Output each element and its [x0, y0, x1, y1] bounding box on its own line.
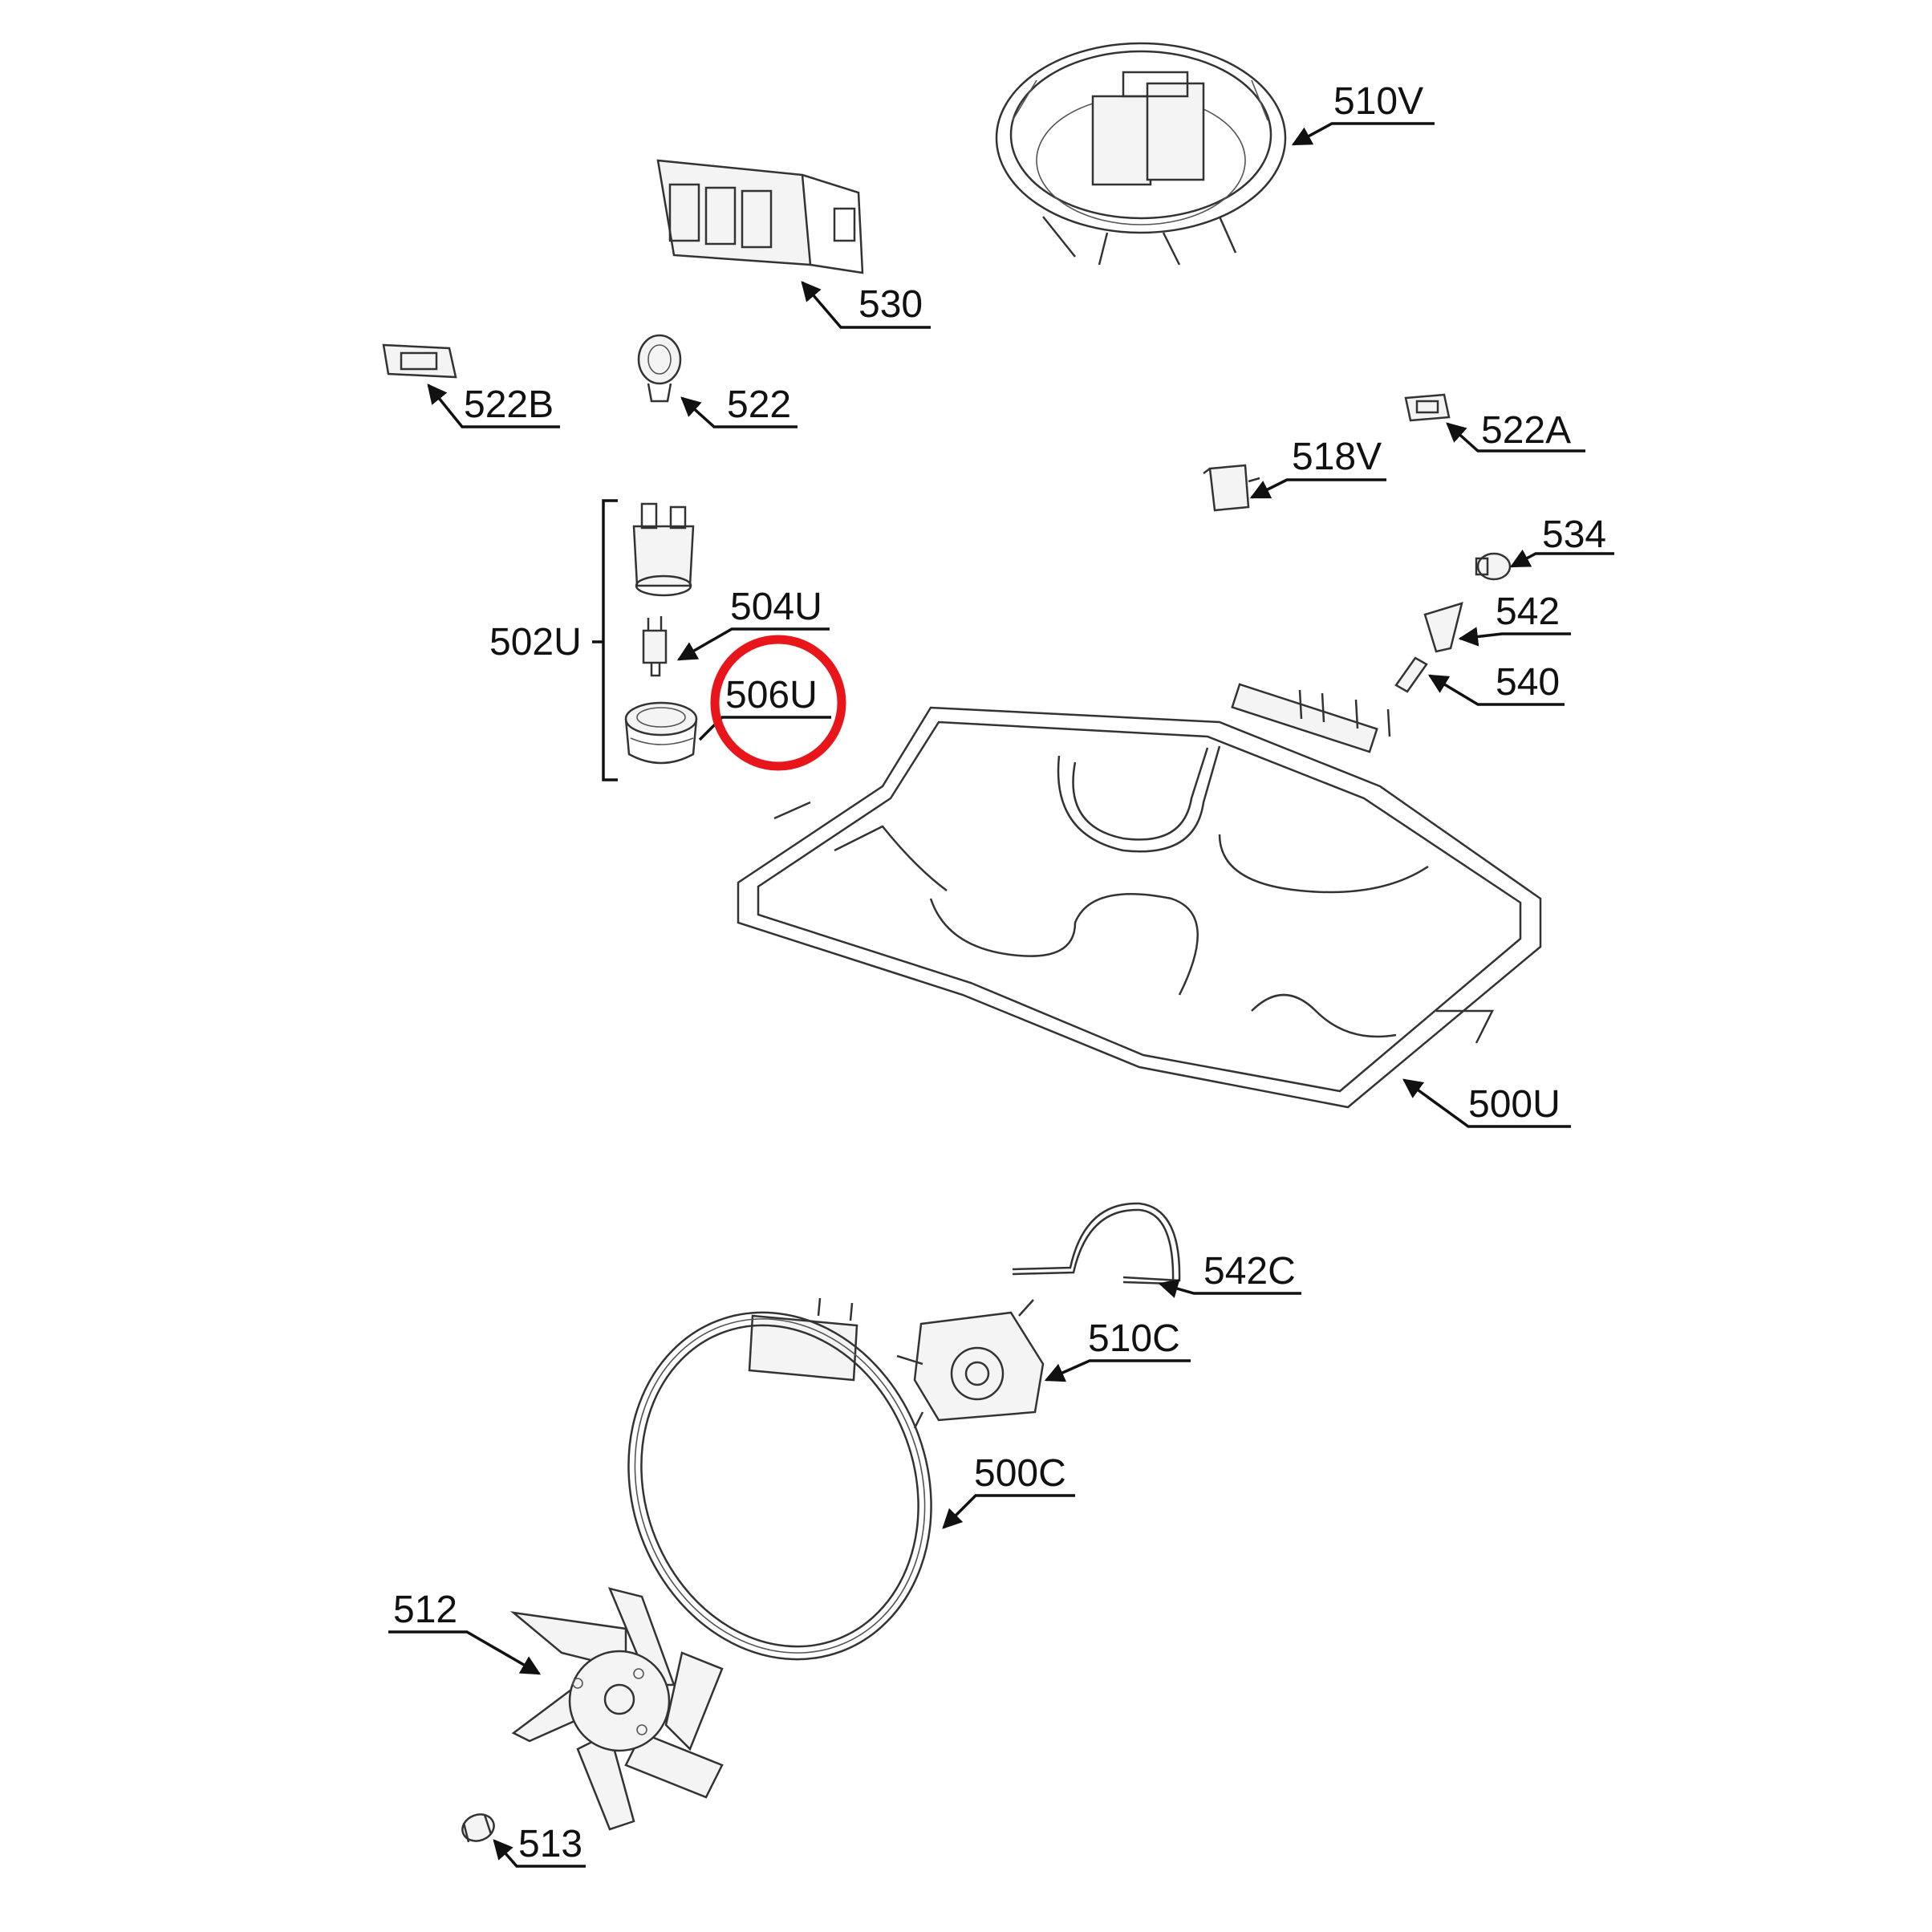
callout-518V: 518V [1249, 436, 1386, 499]
label-504U: 504U [730, 586, 822, 628]
label-530: 530 [858, 283, 923, 326]
callout-522: 522 [680, 384, 798, 428]
callout-534: 534 [1509, 513, 1614, 568]
callout-502U: 502U [489, 621, 582, 664]
callout-510C: 510C [1044, 1317, 1191, 1382]
highlight-circle-506U [710, 635, 846, 771]
part-grill-element-500U [737, 683, 1542, 1109]
callout-522B: 522B [427, 384, 560, 428]
label-522B: 522B [464, 384, 554, 426]
part-lamp-glass-506U [624, 701, 698, 765]
part-lamp-504U [642, 616, 668, 677]
callout-522A: 522A [1446, 409, 1585, 453]
part-bracket-522B [382, 343, 457, 379]
callout-512: 512 [388, 1589, 542, 1675]
part-wire-clip-542C [1012, 1202, 1181, 1285]
label-513: 513 [518, 1823, 582, 1865]
part-clip-518V [1203, 464, 1260, 512]
label-522: 522 [727, 384, 791, 426]
label-500C: 500C [974, 1452, 1066, 1495]
part-cover-542 [1423, 602, 1463, 653]
label-506U: 506U [725, 674, 818, 716]
label-534: 534 [1542, 513, 1606, 556]
part-bulb-534 [1475, 552, 1512, 581]
label-540: 540 [1496, 661, 1560, 704]
callout-510V: 510V [1291, 80, 1435, 146]
callout-542: 542 [1458, 591, 1571, 647]
part-terminal-block-530 [656, 159, 864, 274]
callout-504U: 504U [676, 586, 830, 661]
label-510C: 510C [1088, 1317, 1180, 1360]
callout-513: 513 [493, 1823, 586, 1868]
callout-500C: 500C [942, 1452, 1075, 1529]
part-nut-513 [461, 1813, 495, 1843]
label-500U: 500U [1468, 1083, 1561, 1126]
label-542: 542 [1496, 591, 1560, 633]
callout-500U: 500U [1402, 1078, 1571, 1128]
part-lamp-holder-522 [637, 334, 682, 403]
label-512: 512 [393, 1589, 457, 1631]
part-lamp-assembly-502U [592, 499, 695, 781]
label-522A: 522A [1481, 409, 1571, 452]
label-542C: 542C [1203, 1250, 1296, 1293]
label-518V: 518V [1292, 436, 1382, 478]
callout-530: 530 [801, 281, 931, 329]
part-fan-assembly-510V [995, 42, 1287, 266]
part-circular-element-500C [627, 1297, 932, 1661]
callout-540: 540 [1427, 661, 1565, 706]
callout-506U: 506U [698, 674, 831, 741]
label-510V: 510V [1333, 80, 1423, 123]
label-502U: 502U [489, 621, 582, 664]
part-glass-540 [1394, 656, 1428, 693]
part-bracket-522A [1404, 393, 1451, 422]
part-fan-blade-512 [509, 1587, 724, 1831]
part-fan-motor-510C [896, 1299, 1045, 1429]
callout-542C: 542C [1158, 1250, 1301, 1298]
